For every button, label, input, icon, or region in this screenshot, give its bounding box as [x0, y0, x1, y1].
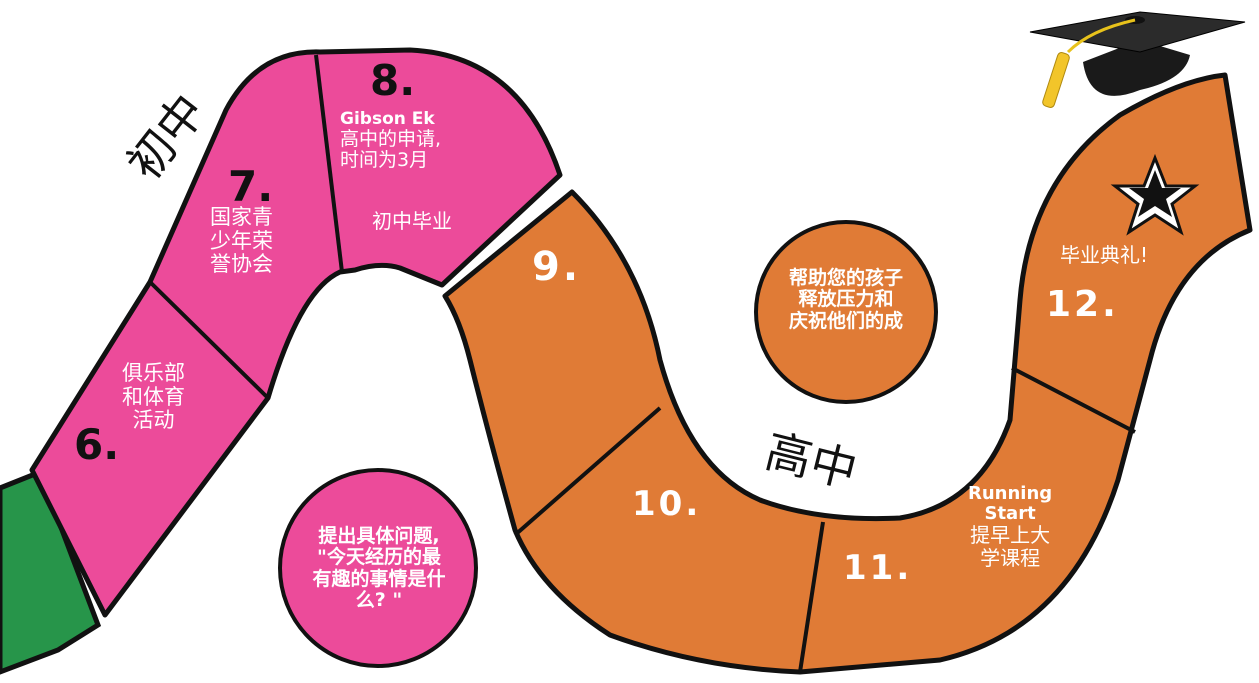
step-8-text: Gibson Ek 高中的申请, 时间为3月	[340, 109, 442, 172]
divider-10-11	[798, 521, 825, 673]
step-12-number: 12.	[1046, 284, 1119, 325]
orange-path	[442, 72, 1253, 675]
bubble-pink-text: 提出具体问题, "今天经历的最 有趣的事情是什 么? "	[312, 525, 446, 611]
step-8-number: 8.	[370, 56, 416, 105]
step-11-text: Running Start 提早上大 学课程	[968, 483, 1053, 570]
step-7-text: 国家青 少年荣 誉协会	[210, 205, 273, 277]
pink-path	[29, 47, 563, 618]
step-9-number: 9.	[532, 244, 582, 290]
step-12-text: 毕业典礼!	[1060, 243, 1149, 267]
bubble-orange	[754, 220, 938, 404]
step-6-text: 俱乐部 和体育 活动	[122, 361, 185, 433]
step-10-number: 10.	[632, 484, 702, 524]
graduation-cap-icon	[1029, 11, 1246, 108]
step-11-number: 11.	[843, 548, 913, 588]
step-7-number: 7.	[228, 162, 274, 211]
step-6-number: 6.	[74, 420, 120, 469]
divider-9-10	[513, 406, 662, 537]
bubble-pink	[278, 468, 478, 668]
divider-7-8	[314, 54, 344, 273]
bubble-orange-text: 帮助您的孩子 释放压力和 庆祝他们的成	[788, 267, 903, 332]
step-8-extra: 初中毕业	[372, 209, 452, 233]
divider-6-7	[148, 280, 270, 400]
star-icon	[1110, 153, 1200, 236]
divider-11-12	[1011, 366, 1136, 434]
